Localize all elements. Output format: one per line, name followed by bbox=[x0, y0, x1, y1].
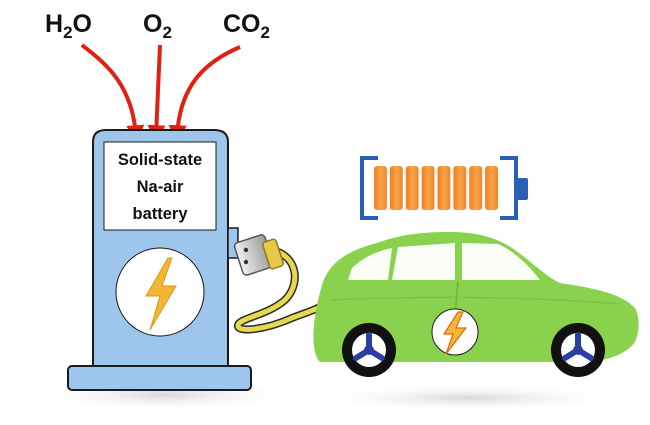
battery-cell bbox=[389, 166, 403, 210]
plug-icon bbox=[233, 234, 284, 276]
car-lightning-bolt-icon bbox=[442, 311, 468, 355]
car-window-middle bbox=[392, 243, 455, 280]
rear-wheel-icon bbox=[342, 323, 396, 377]
station-label-line-2: Na-air bbox=[137, 178, 184, 196]
car-shadow bbox=[310, 384, 630, 412]
battery-cell bbox=[453, 166, 467, 210]
battery-cells bbox=[374, 166, 498, 210]
charging-cable bbox=[233, 234, 326, 334]
h2o-arrow bbox=[80, 43, 145, 144]
station-label-panel bbox=[103, 141, 217, 231]
gas-label-h2o: H2O bbox=[45, 10, 92, 42]
station-label-line-1: Solid-state bbox=[118, 151, 202, 169]
gas-label-o2: O2 bbox=[143, 10, 172, 42]
station-label-line-3: battery bbox=[132, 205, 188, 223]
battery-cell bbox=[485, 166, 498, 210]
charging-station: Solid-state Na-air battery bbox=[67, 129, 252, 391]
car-body-line bbox=[329, 296, 621, 305]
lightning-bolt-icon bbox=[145, 257, 177, 331]
o2-arrow bbox=[147, 44, 166, 144]
battery-icon bbox=[360, 156, 528, 220]
car-window-front bbox=[462, 243, 540, 280]
co2-arrow bbox=[168, 45, 241, 144]
battery-cell bbox=[405, 166, 419, 210]
gas-label-co2: CO2 bbox=[223, 10, 270, 42]
front-wheel-icon bbox=[551, 323, 605, 377]
battery-cell bbox=[374, 166, 387, 210]
battery-terminal bbox=[516, 178, 528, 200]
station-base bbox=[67, 365, 252, 391]
electric-car bbox=[313, 232, 639, 377]
car-window-rear bbox=[348, 248, 392, 280]
battery-cell bbox=[421, 166, 435, 210]
battery-cell bbox=[437, 166, 451, 210]
battery-cell bbox=[469, 166, 483, 210]
